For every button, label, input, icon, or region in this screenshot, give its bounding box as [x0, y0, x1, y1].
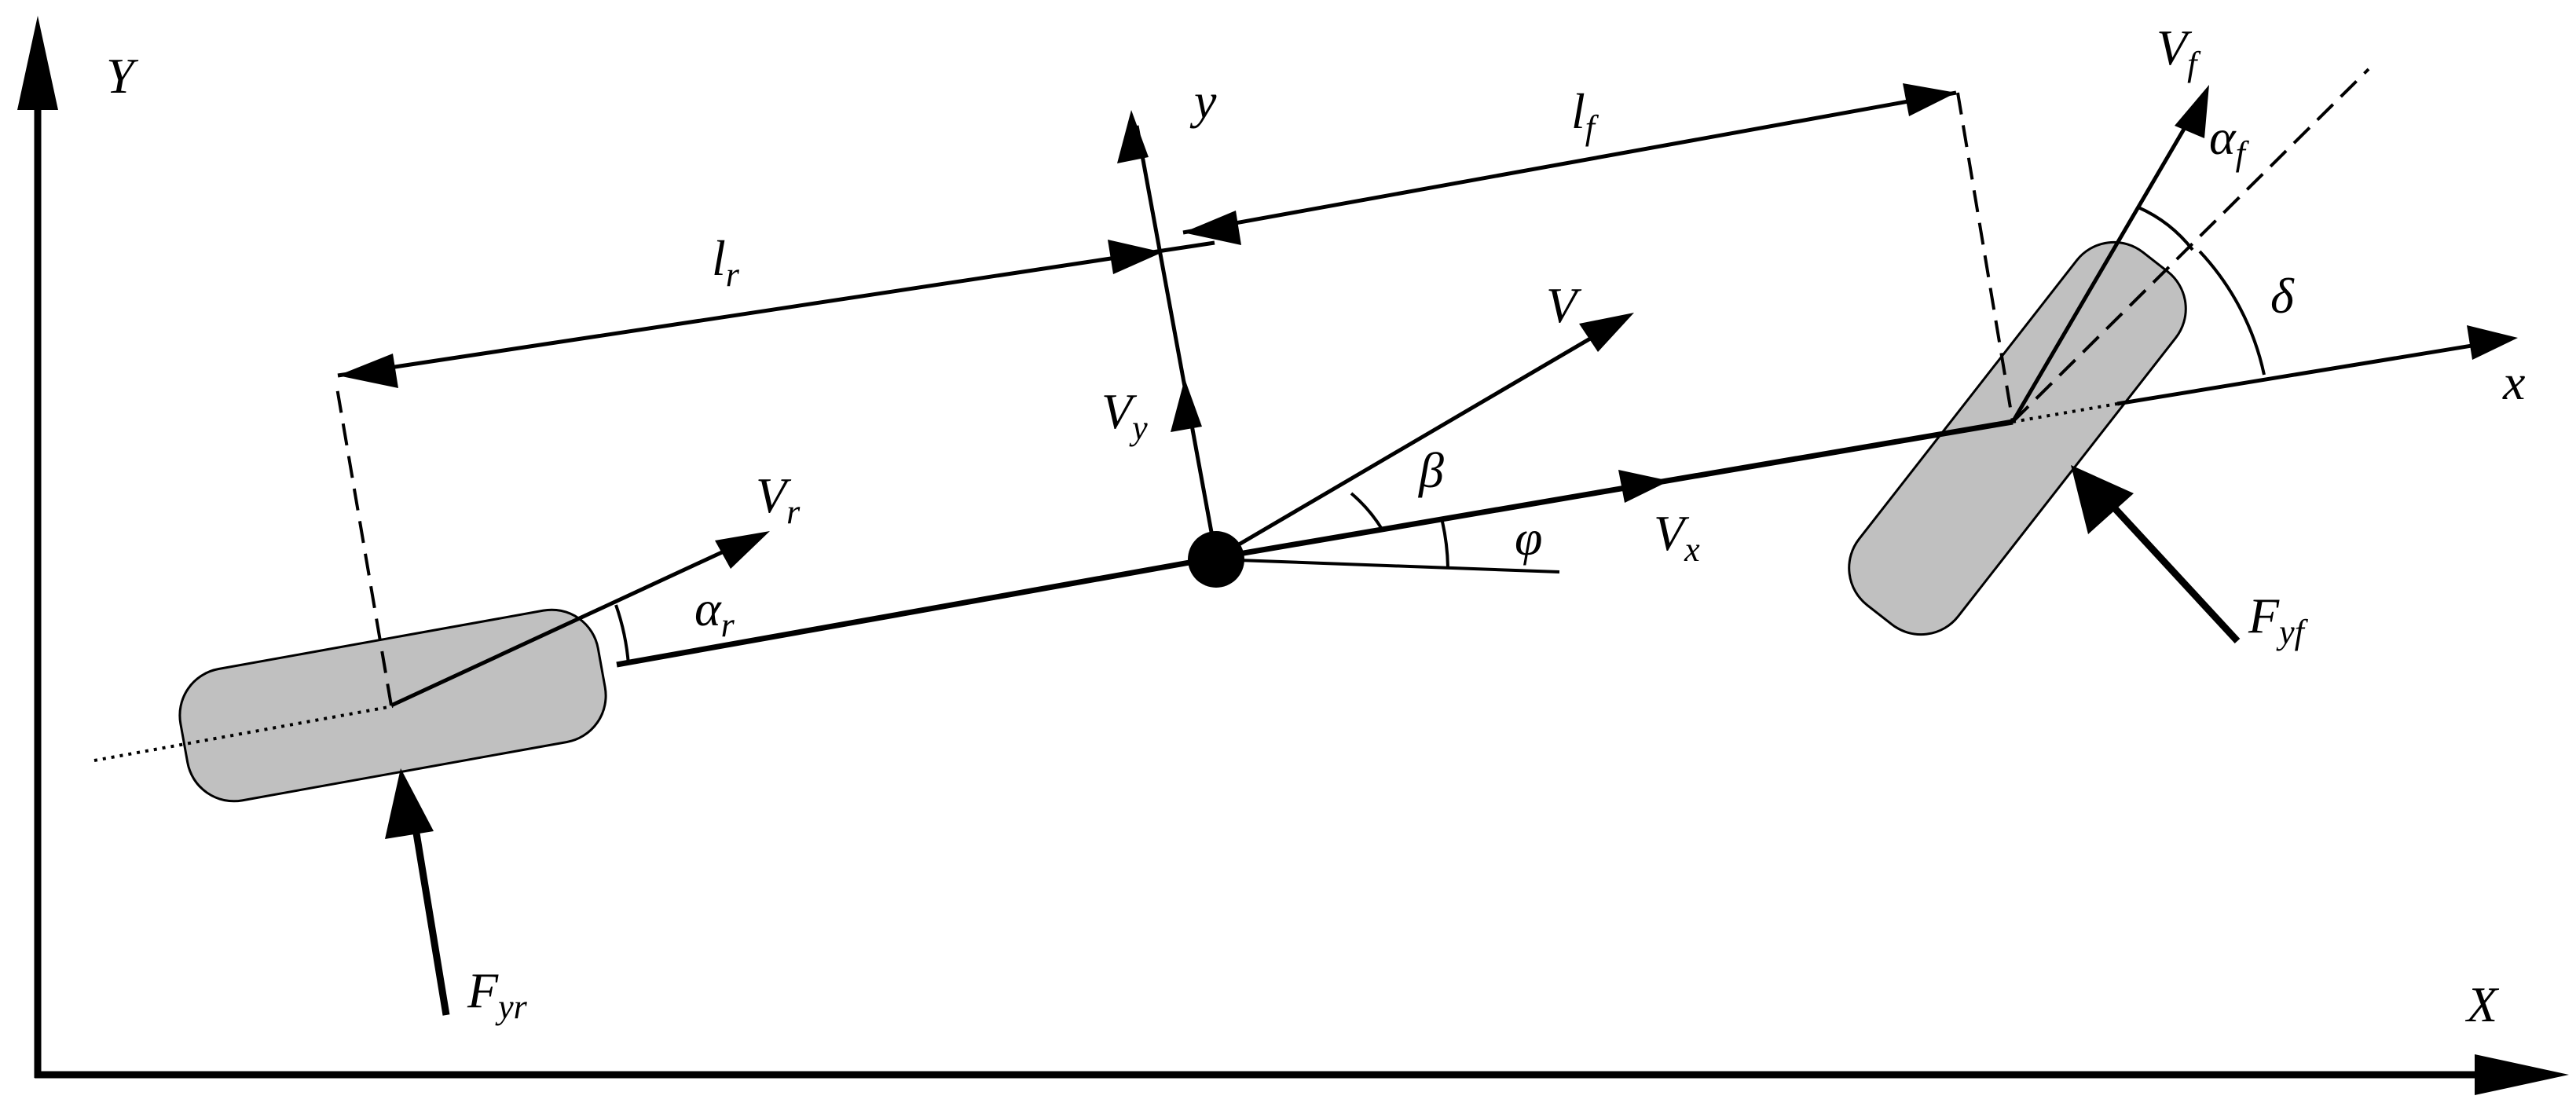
v-label: V — [1546, 277, 1582, 333]
alpha-f-label: αf — [2209, 109, 2250, 173]
force-fyf-arrow — [2071, 465, 2241, 644]
body-x-label: x — [2502, 354, 2525, 410]
body-y-label: y — [1189, 73, 1217, 129]
front-tire — [1848, 240, 2187, 636]
beta-angle-arc — [1350, 492, 1384, 532]
delta-label: δ — [2270, 268, 2295, 324]
vr-label: Vr — [756, 467, 801, 531]
velocity-vf-arrow — [2010, 85, 2209, 423]
vy-label: Vy — [1101, 383, 1148, 447]
alpha-r-label: αr — [694, 581, 735, 644]
phi-label: φ — [1515, 510, 1542, 566]
global-axes — [17, 16, 2569, 1095]
global-y-arrowhead — [17, 16, 58, 110]
vy-arrowhead — [1171, 379, 1202, 432]
alpha-r-angle-arc — [614, 604, 630, 665]
velocity-vr-arrow — [390, 531, 770, 708]
alpha-f-angle-arc — [2138, 206, 2194, 251]
vehicle-centerline — [93, 337, 2511, 762]
body-y-axis — [1117, 110, 1218, 559]
vx-arrowhead — [1618, 470, 1669, 503]
phi-angle-arc — [1441, 521, 1449, 568]
body-x-arrowhead — [2467, 325, 2518, 360]
center-of-gravity — [1188, 531, 1244, 588]
front-dimension-extension — [1956, 92, 2014, 423]
global-x-arrowhead — [2475, 1054, 2569, 1095]
vx-label: Vx — [1654, 505, 1700, 569]
delta-angle-arc — [2198, 250, 2266, 376]
fyr-label: Fyr — [467, 962, 528, 1026]
rear-dimension-extension — [335, 383, 393, 706]
labels: Y X y x lr lf V Vy Vx Vr Vf β φ δ αr αf … — [106, 20, 2525, 1032]
global-x-label: X — [2464, 977, 2500, 1032]
fyf-label: Fyf — [2248, 588, 2309, 651]
lr-label: lr — [712, 230, 740, 294]
lr-dimension-line — [337, 240, 1215, 388]
beta-label: β — [1417, 442, 1444, 498]
phi-reference-line — [1215, 558, 1560, 573]
lf-dimension-line — [1182, 83, 1957, 245]
force-fyr-arrow — [385, 768, 450, 1016]
velocity-v-arrow — [1215, 313, 1634, 560]
lf-label: lf — [1571, 83, 1599, 147]
vf-label: Vf — [2156, 20, 2201, 83]
global-y-label: Y — [106, 48, 139, 104]
